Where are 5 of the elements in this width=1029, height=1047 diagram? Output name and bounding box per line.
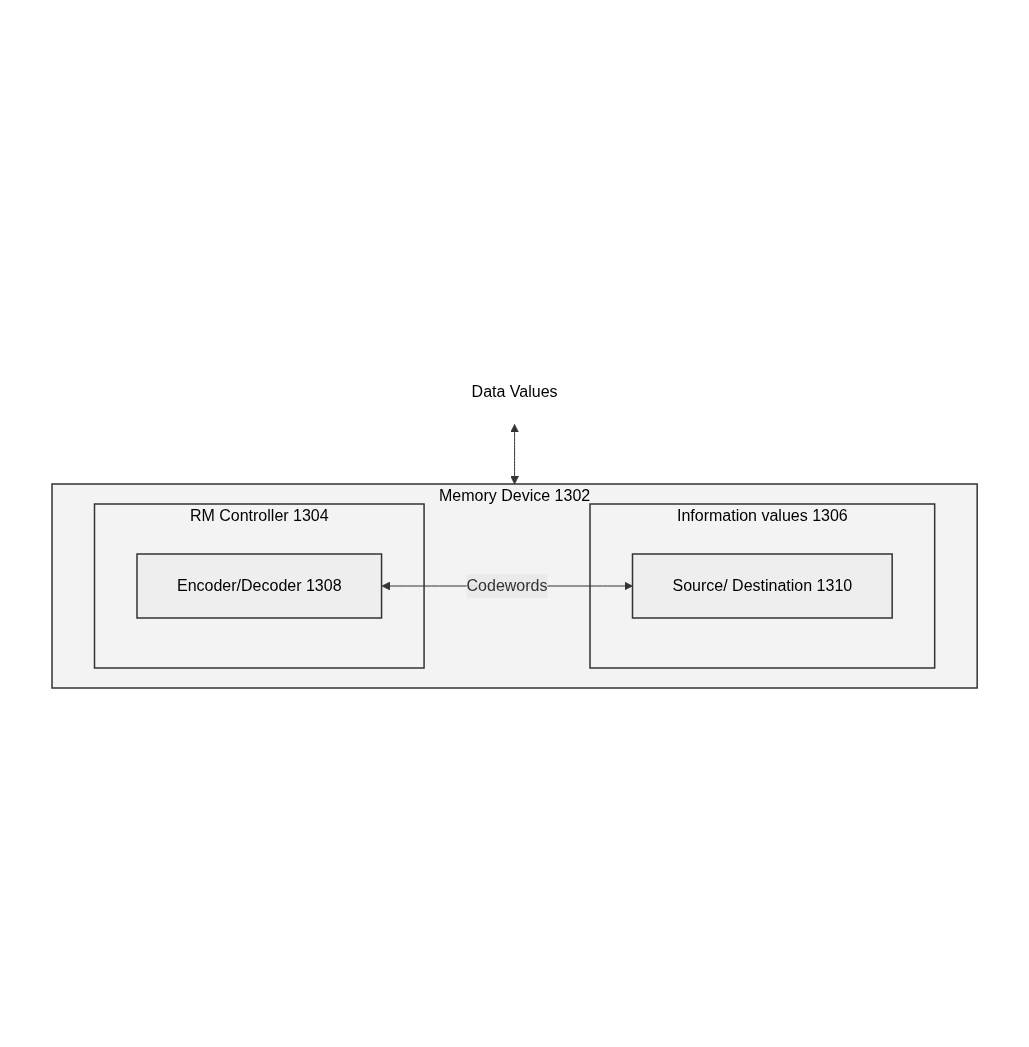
node-box: Encoder/Decoder 1308	[136, 552, 383, 619]
edge-label: Codewords	[466, 576, 548, 594]
node-text: Data Values	[471, 382, 558, 400]
arrow	[510, 423, 519, 484]
node-box: Source/ Destination 1310	[631, 552, 893, 619]
